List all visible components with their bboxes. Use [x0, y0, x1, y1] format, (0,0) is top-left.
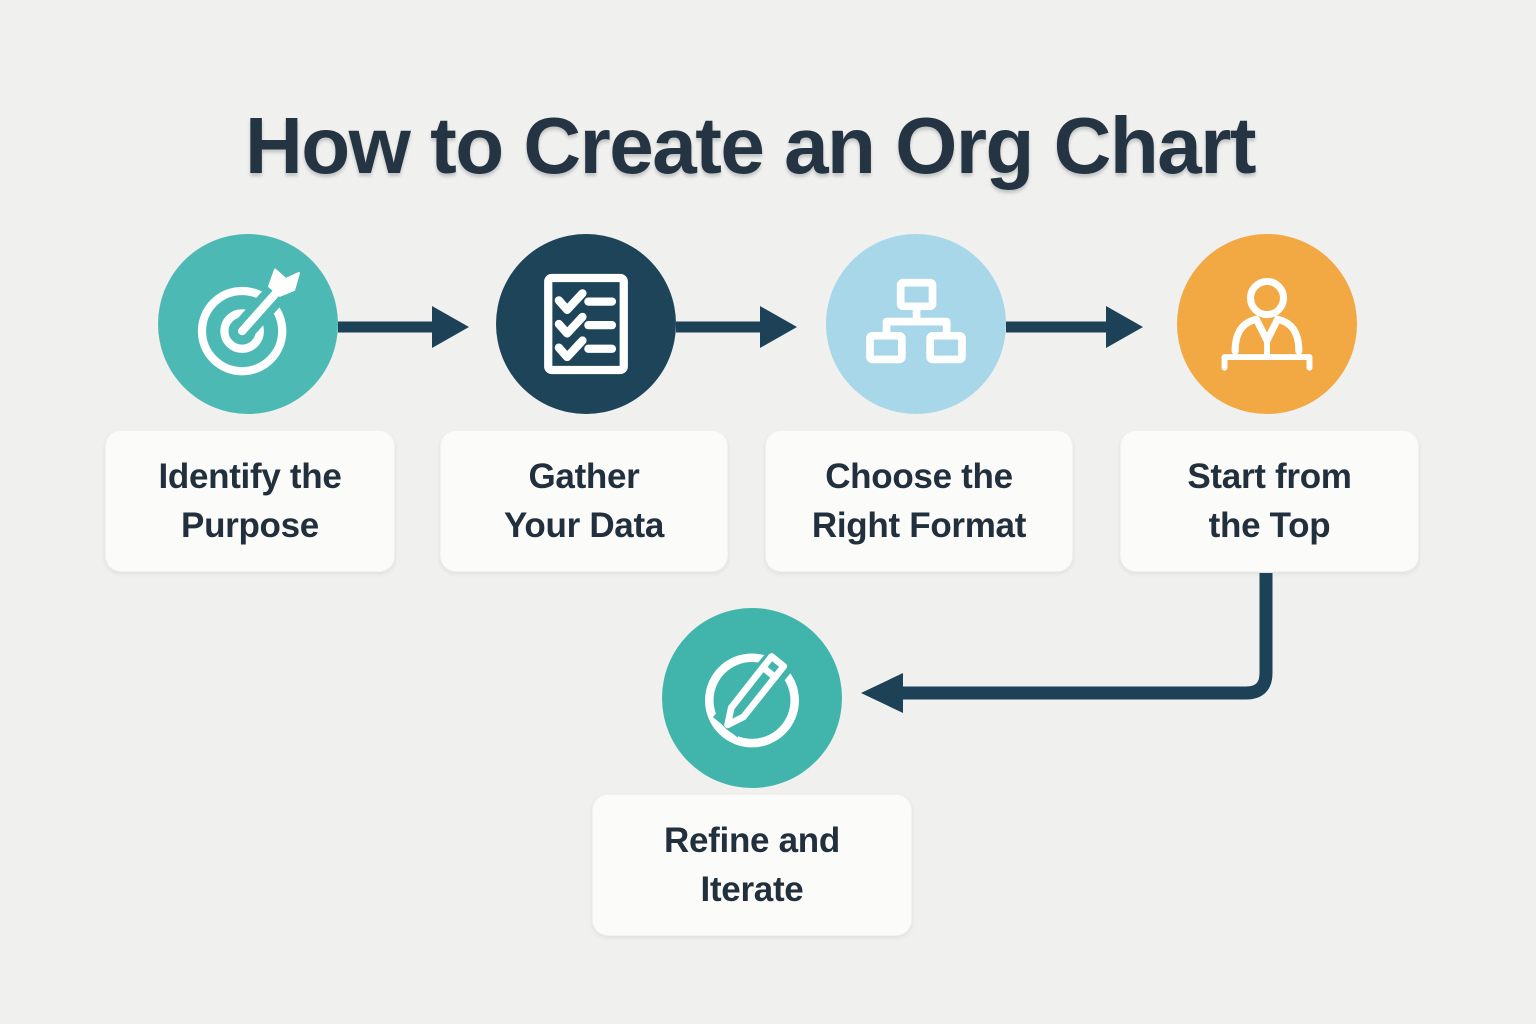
- arrow-1-head: [432, 306, 469, 348]
- step-label-line: Start from: [1187, 457, 1352, 496]
- checklist-icon: [544, 273, 628, 375]
- step-label-line: Purpose: [181, 506, 319, 545]
- org-chart-icon: [866, 278, 966, 364]
- pencil-erase-stroke: [712, 646, 796, 738]
- flow-arrows: [338, 306, 1143, 348]
- step-circle-identify-the-purpose: [158, 234, 338, 414]
- arrow-2-shaft: [676, 321, 762, 333]
- target-icon: [197, 268, 300, 376]
- step-circle-choose-the-right-format: [826, 234, 1006, 414]
- arrow-4-head: [861, 673, 903, 713]
- step-label-line: Identify the: [158, 457, 342, 496]
- arrow-4-bent-shaft: [902, 573, 1273, 700]
- step-label-gather-your-data: Gather Your Data: [440, 430, 728, 572]
- step-label-line: Right Format: [811, 506, 1027, 545]
- arrow-1-shaft: [338, 321, 434, 333]
- step-label-identify-the-purpose: Identify the Purpose: [105, 430, 395, 572]
- step-circle-start-from-the-top: [1177, 234, 1357, 414]
- step-label-line: Your Data: [503, 506, 664, 545]
- arrow-3-shaft: [1006, 321, 1108, 333]
- pencil-icon: [705, 646, 799, 748]
- step-label-start-from-the-top: Start from the Top: [1120, 430, 1419, 572]
- step-label-line: Refine and: [664, 821, 840, 860]
- step-label-line: Gather: [528, 457, 640, 496]
- page-title: How to Create an Org Chart: [244, 101, 1257, 190]
- step-label-choose-the-right-format: Choose the Right Format: [765, 430, 1073, 572]
- step-circle-gather-your-data: [496, 234, 676, 414]
- arrow-3-head: [1106, 306, 1143, 348]
- step-label-line: Choose the: [825, 457, 1013, 496]
- person-icon: [1221, 277, 1313, 371]
- step-circle-refine-and-iterate: [662, 608, 842, 788]
- step-label-line: Iterate: [700, 870, 804, 909]
- step-label-refine-and-iterate: Refine and Iterate: [592, 794, 912, 936]
- step-label-line: the Top: [1208, 506, 1331, 545]
- arrow-2-head: [760, 306, 797, 348]
